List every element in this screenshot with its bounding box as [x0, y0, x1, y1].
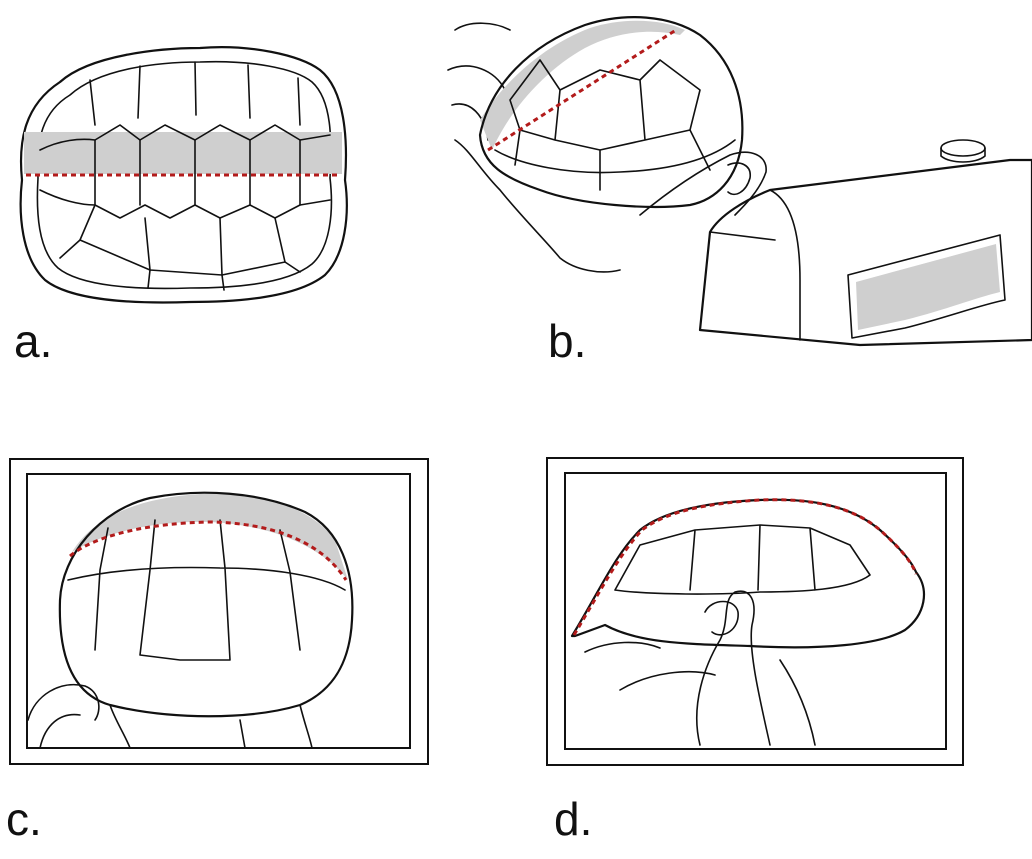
panel-a-shaded-band	[24, 132, 342, 174]
panel-label-a: a.	[14, 318, 52, 364]
panel-b-marginal	[495, 140, 735, 173]
panel-b-camera-button	[941, 140, 985, 156]
panel-label-c: c.	[6, 796, 42, 842]
panel-d-drawing	[547, 458, 963, 765]
panel-b-camera-edge	[710, 190, 800, 340]
panel-b-hand-right	[640, 152, 766, 215]
panel-b-carapace	[480, 17, 742, 207]
panel-a-drawing	[21, 47, 347, 302]
panel-d-scutes	[615, 525, 870, 594]
panel-label-b: b.	[548, 318, 586, 364]
panel-b-drawing	[448, 17, 1032, 345]
panel-d-photo-frame-inner	[565, 473, 946, 749]
panel-b-camera-screen	[856, 244, 1000, 330]
panel-c-drawing	[10, 459, 428, 764]
panel-label-d: d.	[554, 796, 592, 842]
panel-d-hand	[585, 591, 815, 745]
panel-b-shaded-band	[480, 21, 685, 150]
panel-d-photo-frame-outer	[547, 458, 963, 765]
